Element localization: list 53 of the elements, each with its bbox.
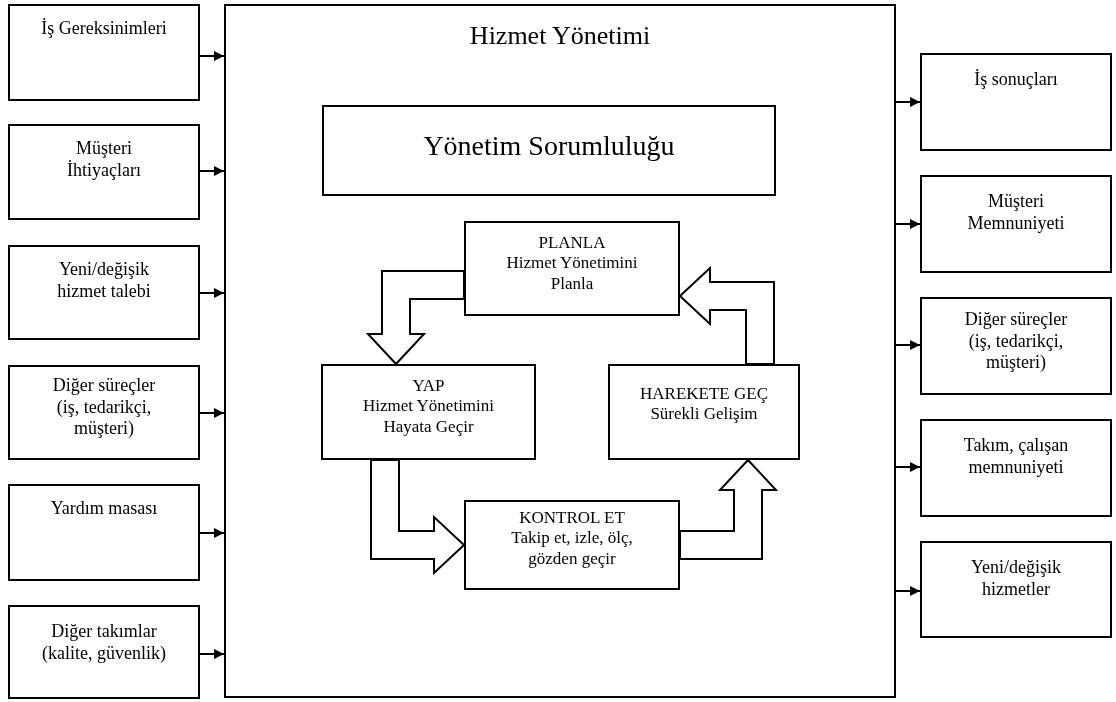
box-label: Hizmet Yönetimini Planla bbox=[505, 253, 639, 295]
box-heading: PLANLA bbox=[537, 233, 607, 254]
arrow bbox=[199, 288, 225, 298]
box-label: Takım, çalışan memnuniyeti bbox=[962, 435, 1070, 479]
process-box bbox=[608, 364, 800, 460]
process-box bbox=[920, 419, 1112, 517]
box-label: Yönetim Sorumluluğu bbox=[422, 129, 676, 163]
process-box bbox=[464, 221, 680, 316]
box-label: İş Gereksinimleri bbox=[40, 18, 168, 40]
process-box bbox=[8, 4, 200, 101]
arrow bbox=[199, 51, 225, 61]
box-label: Yeni/değişik hizmet talebi bbox=[56, 259, 152, 303]
process-box bbox=[8, 484, 200, 581]
box-label: Hizmet Yönetimini Hayata Geçir bbox=[361, 396, 496, 438]
box-label: Yardım masası bbox=[49, 498, 159, 520]
arrow bbox=[895, 586, 921, 596]
process-box bbox=[920, 541, 1112, 638]
process-box bbox=[8, 365, 200, 460]
arrow bbox=[199, 166, 225, 176]
process-box bbox=[322, 105, 776, 196]
process-box bbox=[8, 124, 200, 220]
process-box bbox=[8, 605, 200, 699]
box-label: Diğer süreçler (iş, tedarikçi, müşteri) bbox=[51, 375, 157, 440]
arrow bbox=[199, 408, 225, 418]
block-arrow bbox=[370, 459, 466, 576]
process-box bbox=[920, 53, 1112, 151]
box-heading: YAP bbox=[411, 376, 446, 397]
box-label: Yeni/değişik hizmetler bbox=[969, 557, 1063, 601]
box-label: Diğer süreçler (iş, tedarikçi, müşteri) bbox=[963, 309, 1069, 374]
box-label: Diğer takımlar (kalite, güvenlik) bbox=[41, 621, 167, 665]
box-label: Müşteri Memnuniyeti bbox=[966, 191, 1066, 235]
box-label: Hizmet Yönetimi bbox=[468, 20, 652, 52]
process-box bbox=[8, 245, 200, 340]
arrow bbox=[199, 528, 225, 538]
arrow bbox=[895, 462, 921, 472]
box-label: Takip et, izle, ölç, gözden geçir bbox=[510, 528, 634, 570]
block-arrow bbox=[679, 458, 779, 560]
arrow bbox=[895, 97, 921, 107]
process-box bbox=[321, 364, 536, 460]
arrow bbox=[895, 340, 921, 350]
box-heading: HAREKETE GEÇ bbox=[639, 384, 769, 405]
arrow bbox=[199, 649, 225, 659]
box-label: Sürekli Gelişim bbox=[649, 404, 759, 425]
process-box bbox=[464, 500, 680, 590]
box-label: İş sonuçları bbox=[973, 69, 1059, 91]
block-arrow bbox=[365, 270, 465, 366]
box-label: Müşteri İhtiyaçları bbox=[66, 138, 142, 182]
block-arrow bbox=[678, 265, 775, 365]
arrow bbox=[895, 219, 921, 229]
process-box bbox=[920, 175, 1112, 273]
box-heading: KONTROL ET bbox=[518, 508, 626, 529]
process-box bbox=[920, 297, 1112, 395]
process-container bbox=[224, 4, 896, 698]
